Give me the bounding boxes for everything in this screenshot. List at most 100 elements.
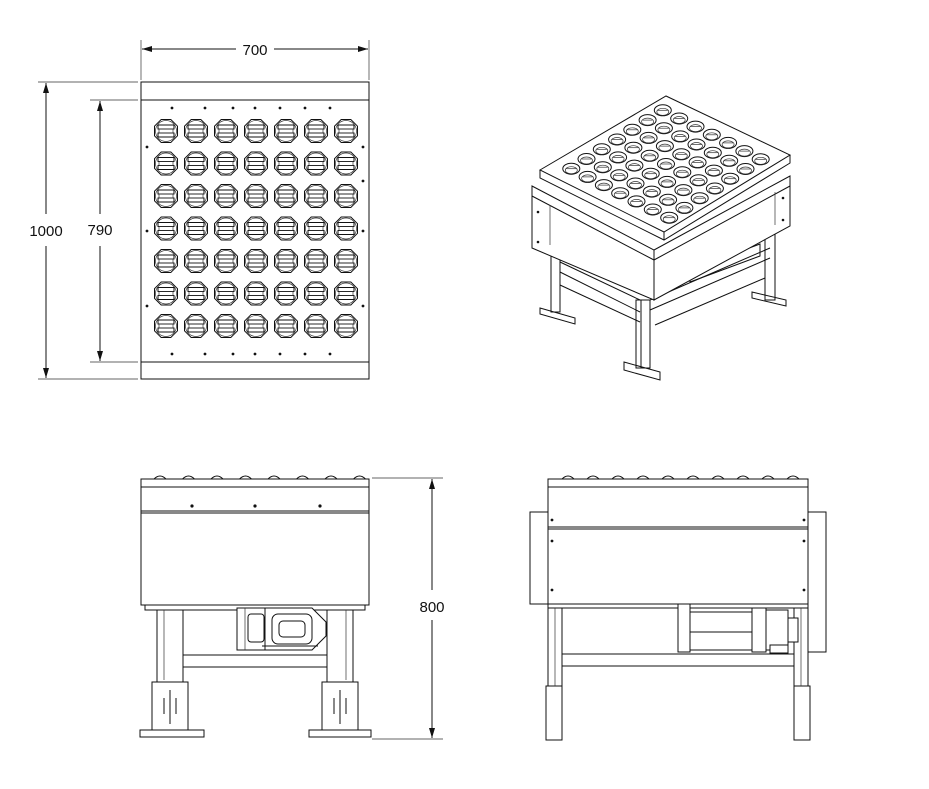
top-cell — [184, 281, 208, 306]
screw-dot — [203, 106, 207, 110]
top-cell — [334, 151, 358, 176]
screw-dot — [231, 352, 235, 356]
top-cell — [184, 216, 208, 241]
top-bump — [210, 475, 224, 480]
iso-cell — [658, 175, 677, 188]
front-view — [139, 475, 372, 738]
top-bump — [761, 475, 775, 480]
iso-cell — [671, 130, 690, 143]
top-cell — [214, 119, 238, 143]
iso-cell — [638, 114, 657, 127]
screw-dot — [303, 352, 307, 356]
screw-dot — [145, 229, 149, 233]
top-bump — [296, 475, 309, 480]
top-cell — [154, 184, 178, 208]
top-cell — [304, 151, 328, 176]
dimension-overall-height-label: 1000 — [29, 223, 62, 240]
screw-dot — [328, 106, 332, 110]
dimension-overall-height: 1000 — [29, 81, 138, 380]
iso-cell — [751, 153, 770, 166]
iso-cell — [735, 145, 754, 158]
iso-cell — [672, 148, 691, 161]
screw-dot — [145, 145, 149, 149]
top-bump — [267, 475, 281, 480]
iso-cell — [653, 104, 672, 117]
iso-cell — [611, 187, 630, 200]
screw-dot — [361, 179, 365, 183]
iso-cell — [659, 193, 678, 206]
screw-dot — [253, 106, 257, 110]
dimension-width-label: 700 — [242, 42, 267, 59]
top-cell — [244, 281, 268, 306]
dimension-inner-height-label: 790 — [87, 222, 112, 239]
screw-dot — [361, 304, 365, 308]
top-cell — [334, 119, 358, 143]
iso-cell — [705, 182, 724, 195]
iso-cell — [626, 177, 645, 190]
screw-dot — [231, 106, 235, 110]
top-cell — [154, 151, 178, 176]
side-view-top-bumps — [561, 475, 800, 480]
iso-cell — [675, 201, 694, 214]
screw-dot — [361, 229, 365, 233]
top-bump — [353, 475, 366, 480]
iso-cell — [673, 166, 692, 179]
screw-dot — [170, 106, 174, 110]
iso-cell — [639, 131, 658, 144]
top-cell — [304, 216, 328, 241]
top-cell — [304, 249, 328, 273]
top-bump — [611, 475, 625, 480]
top-bump — [324, 475, 338, 480]
dimension-inner-height: 790 — [87, 99, 138, 363]
iso-cell — [703, 146, 722, 159]
iso-cell — [643, 203, 662, 216]
iso-cell — [736, 163, 755, 175]
iso-cell — [577, 153, 596, 165]
top-cell — [274, 281, 298, 306]
dimension-stand-height: 800 — [372, 477, 445, 740]
screw-dot — [203, 352, 207, 356]
iso-cell — [689, 174, 708, 187]
screw-dot — [145, 304, 149, 308]
iso-cell — [690, 192, 709, 205]
top-bump — [561, 475, 575, 480]
iso-cell — [624, 141, 643, 154]
top-cell — [274, 151, 298, 176]
iso-cell — [592, 143, 611, 156]
isometric-view — [531, 95, 792, 381]
dimension-width: 700 — [140, 40, 370, 80]
top-cell — [334, 249, 358, 273]
top-bump — [239, 475, 252, 480]
screw-dot — [328, 352, 332, 356]
top-cell — [274, 216, 298, 241]
iso-cell — [640, 149, 659, 162]
iso-cell — [593, 161, 612, 174]
top-cell — [214, 281, 238, 306]
iso-cell — [655, 140, 674, 153]
screw-dot — [170, 352, 174, 356]
iso-cell — [608, 133, 627, 146]
top-cell — [244, 249, 268, 273]
iso-cell — [719, 136, 738, 149]
iso-cell — [674, 184, 693, 197]
iso-cell — [721, 172, 740, 185]
iso-cell — [642, 185, 661, 198]
top-cell — [154, 216, 178, 241]
top-view-cells — [145, 106, 365, 356]
iso-cell — [623, 123, 642, 136]
top-bump — [661, 475, 675, 480]
iso-cell — [660, 211, 679, 224]
top-cell — [154, 314, 178, 338]
iso-cell — [687, 138, 706, 151]
top-bump — [182, 475, 195, 480]
top-cell — [304, 119, 328, 143]
iso-cell — [670, 112, 689, 125]
top-cell — [184, 119, 208, 143]
iso-cell — [562, 162, 581, 175]
top-bump — [786, 475, 800, 480]
top-cell — [184, 184, 208, 208]
top-cell — [274, 314, 298, 338]
iso-cell — [657, 158, 675, 170]
top-cell — [214, 151, 238, 176]
